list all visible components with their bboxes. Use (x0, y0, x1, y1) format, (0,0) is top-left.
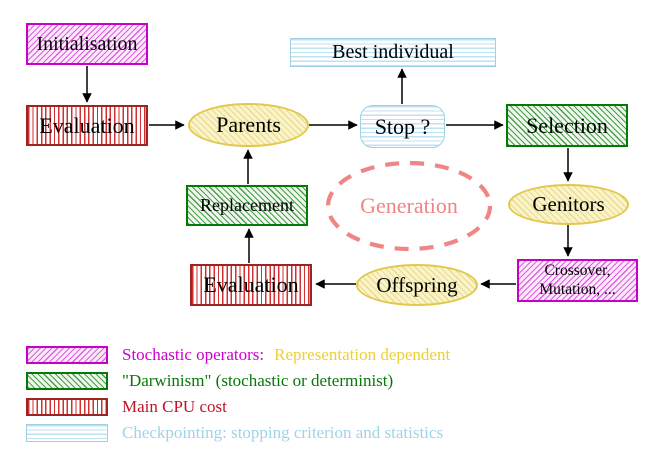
node-initialisation: Initialisation (26, 23, 148, 65)
node-selection-label: Selection (526, 112, 608, 138)
legend-row-cpu-cost: Main CPU cost (26, 397, 227, 417)
node-evaluation-top-label: Evaluation (39, 112, 135, 138)
node-evaluation-bottom: Evaluation (190, 264, 312, 306)
node-replacement-label: Replacement (200, 195, 294, 216)
node-genitors: Genitors (508, 184, 629, 225)
node-replacement: Replacement (186, 185, 308, 226)
node-best-individual: Best individual (290, 38, 496, 67)
legend-label-stochastic-operators: Stochastic operators: (122, 345, 265, 364)
node-offspring-label: Offspring (376, 272, 458, 297)
node-crossover-line2: Mutation, ... (539, 280, 616, 298)
legend-swatch-cyan-stripes (26, 424, 108, 442)
legend-label-darwinism: "Darwinism" (stochastic or determinist) (122, 371, 394, 390)
legend-row-checkpointing: Checkpointing: stopping criterion and st… (26, 423, 443, 443)
node-selection: Selection (506, 104, 628, 147)
generation-label: Generation (360, 193, 458, 218)
node-offspring: Offspring (356, 264, 478, 306)
legend-swatch-green-hatch (26, 372, 108, 390)
legend-row-stochastic: Stochastic operators: Representation dep… (26, 345, 450, 365)
node-genitors-label: Genitors (532, 192, 605, 217)
node-evaluation-bottom-label: Evaluation (203, 272, 299, 298)
node-crossover-line1: Crossover, (544, 262, 611, 280)
node-stop-label: Stop ? (374, 113, 431, 139)
node-initialisation-label: Initialisation (36, 32, 138, 55)
legend-swatch-red-stripes (26, 398, 108, 416)
node-crossover-mutation: Crossover, Mutation, ... (517, 259, 638, 302)
node-best-individual-label: Best individual (332, 41, 454, 63)
legend-label-main-cpu-cost: Main CPU cost (122, 397, 227, 416)
node-stop: Stop ? (360, 105, 445, 148)
legend-label-representation-dependent: Representation dependent (274, 345, 451, 364)
legend-swatch-magenta-hatch (26, 346, 108, 364)
legend-row-darwinism: "Darwinism" (stochastic or determinist) (26, 371, 393, 391)
node-parents-label: Parents (216, 112, 281, 138)
legend-label-checkpointing: Checkpointing: stopping criterion and st… (122, 423, 444, 442)
node-parents: Parents (188, 103, 309, 147)
node-evaluation-top: Evaluation (26, 105, 148, 146)
